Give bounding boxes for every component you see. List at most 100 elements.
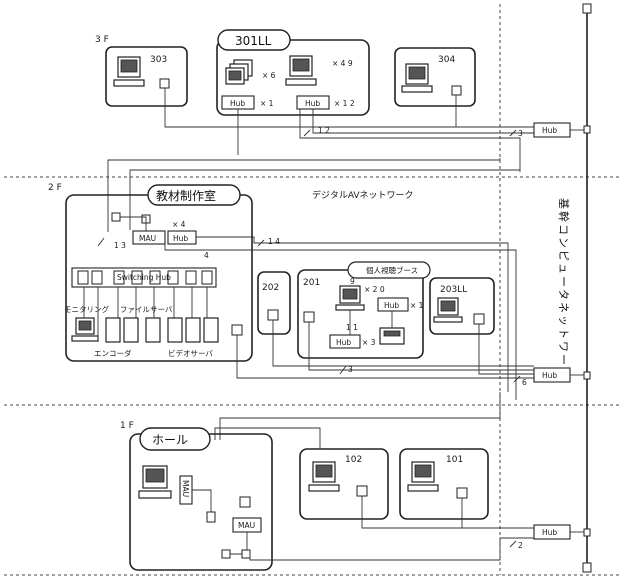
line-count: 6	[522, 378, 527, 387]
room-203ll-label: 203LL	[440, 285, 467, 295]
line-count: 3	[518, 129, 523, 138]
mau-label: MAU	[139, 234, 156, 243]
wire	[120, 216, 147, 231]
wire-301ll-b	[312, 109, 534, 134]
pc-icon	[285, 55, 317, 86]
count-label: × 1	[260, 99, 274, 108]
network-jack-icon	[303, 311, 315, 323]
hub-label: Hub	[305, 99, 320, 108]
hub-label: Hub	[542, 371, 557, 380]
backbone-tap-3f	[583, 125, 591, 134]
mau-label: MAU	[181, 480, 190, 497]
network-jack-icon	[221, 549, 231, 559]
room-102-label: 102	[345, 455, 362, 465]
wire-3f-2f-left	[107, 158, 501, 232]
room-hall-tag	[139, 427, 211, 451]
mau-label: MAU	[238, 521, 255, 530]
room-hall	[129, 433, 273, 571]
hub-label: Hub	[542, 126, 557, 135]
pc-icon	[138, 465, 172, 499]
room-304-label: 304	[438, 55, 455, 65]
room-booth-tag	[347, 261, 431, 279]
line-count: 1 2	[318, 126, 330, 135]
pc-icon	[407, 461, 439, 492]
wire-hall-up	[214, 427, 321, 449]
wire	[192, 489, 248, 555]
backbone-tap-2f	[583, 371, 591, 380]
backbone-bottom-terminator	[582, 562, 592, 573]
count-label: × 2 0	[364, 285, 385, 294]
backbone-top-terminator	[582, 3, 592, 14]
pc-icon	[113, 56, 145, 87]
network-jack-icon	[239, 496, 251, 508]
room-301ll	[216, 39, 370, 116]
floor-label-3f: 3 F	[95, 35, 109, 45]
wire	[83, 287, 208, 342]
backbone-tap-1f	[583, 528, 591, 537]
wire-2f-to-1f	[219, 392, 501, 440]
room-304	[394, 47, 476, 107]
count-label: × 1 2	[334, 99, 355, 108]
video-server-icon	[167, 317, 219, 343]
room-301ll-label: 301LL	[235, 34, 272, 48]
network-jack-icon	[241, 549, 251, 559]
network-jack-icon	[451, 85, 462, 96]
wire-av-2	[164, 244, 517, 400]
room-303-label: 303	[150, 55, 167, 65]
network-jack-icon	[159, 78, 170, 89]
room-303	[105, 46, 188, 107]
pc-icon	[335, 285, 365, 311]
network-jack-icon	[473, 313, 485, 325]
wire-202	[272, 320, 534, 367]
count-label: × 3	[362, 338, 376, 347]
room-202-label: 202	[262, 283, 279, 293]
hub-label: Hub	[230, 99, 245, 108]
line-count: 1 3	[114, 241, 126, 250]
hub-kyozai	[167, 230, 197, 245]
wire-201	[308, 322, 534, 371]
wire-av-main	[196, 236, 509, 392]
room-203ll	[429, 277, 495, 335]
wire-3f-2f-right	[129, 169, 520, 230]
network-jack-icon	[231, 324, 243, 336]
room-102	[299, 448, 389, 520]
line-count: 9	[350, 277, 355, 286]
floor-label-2f: 2 F	[48, 183, 62, 193]
encoder-label: エンコーダ	[94, 348, 132, 358]
hub-label: Hub	[542, 528, 557, 537]
room-101-label: 101	[446, 455, 463, 465]
count-label: × 1	[410, 301, 424, 310]
wire-kyozai	[236, 335, 534, 379]
printer-icon	[379, 327, 405, 345]
room-booth-label: 個人視聴ブース	[366, 265, 418, 275]
pc-icon	[308, 461, 340, 492]
room-kyozai-label: 教材制作室	[156, 188, 216, 203]
room-201-label: 201	[303, 278, 320, 288]
wire-hall	[249, 537, 534, 561]
count-label: × 6	[262, 71, 276, 80]
floor-label-1f: 1 F	[120, 421, 134, 431]
server-icon	[105, 317, 161, 343]
room-hall-label: ホール	[152, 433, 188, 447]
mau-2f	[132, 230, 166, 245]
file-server-label: ファイルサーバ	[120, 305, 173, 314]
line-count: 4	[204, 251, 209, 260]
room-kyozai-tag	[147, 184, 241, 206]
wire-301ll-c	[299, 109, 521, 172]
network-jack-icon	[356, 485, 368, 497]
hub-booth	[377, 297, 409, 312]
digital-av-label: デジタルAVネットワーク	[312, 189, 414, 201]
room-301ll-tag	[217, 29, 291, 51]
count-label: × 4 9	[332, 59, 353, 68]
backbone-label: 基幹コンピュータネットワーク	[557, 198, 571, 380]
switching-hub	[71, 267, 217, 288]
network-jack-icon	[111, 212, 121, 222]
hub-label: Hub	[173, 234, 188, 243]
network-jack-icon	[267, 309, 279, 321]
network-jack-icon	[206, 511, 216, 523]
switching-hub-label: Switching Hub	[117, 273, 171, 282]
wire	[349, 310, 393, 335]
line-count: 3	[348, 365, 353, 374]
video-server-label: ビデオサーバ	[168, 348, 213, 358]
